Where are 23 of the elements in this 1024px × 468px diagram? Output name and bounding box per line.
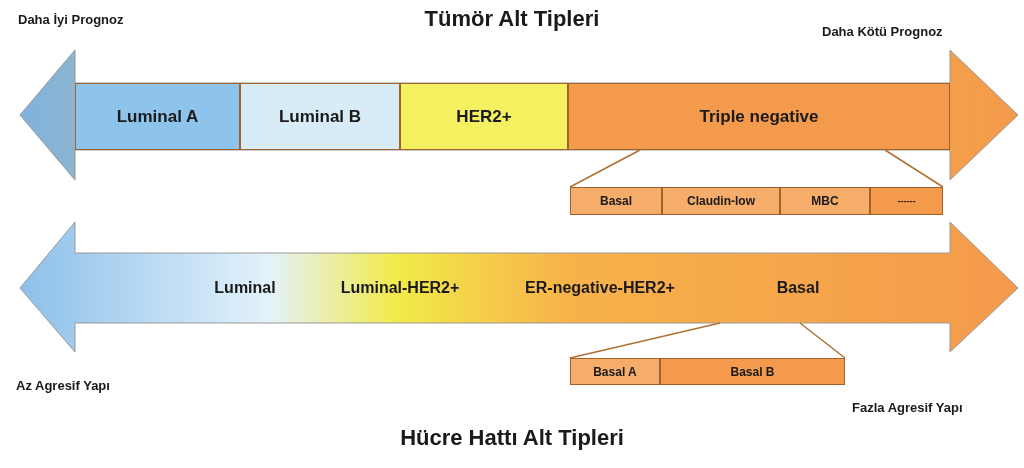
side-label: Daha Kötü Prognoz xyxy=(822,24,943,39)
subtype-box: ------ xyxy=(870,187,943,215)
subtype-box: Basal xyxy=(570,187,662,215)
side-label: Fazla Agresif Yapı xyxy=(852,400,963,415)
subtype-box: Basal A xyxy=(570,358,660,385)
segment-box: Triple negative xyxy=(568,83,950,150)
connector-line xyxy=(569,149,641,188)
subtype-label: ER-negative-HER2+ xyxy=(525,279,675,297)
subtype-box: MBC xyxy=(780,187,870,215)
caption: Hücre Hattı Alt Tipleri xyxy=(400,425,624,451)
subtype-box: Basal B xyxy=(660,358,845,385)
subtype-label: Luminal-HER2+ xyxy=(340,279,460,297)
subtype-label: Basal xyxy=(776,279,820,297)
segment-box: Luminal B xyxy=(240,83,400,150)
connector-line xyxy=(884,149,944,188)
side-label: Az Agresif Yapı xyxy=(16,378,110,393)
subtype-box: Claudin-low xyxy=(662,187,780,215)
segment-box: Luminal A xyxy=(75,83,240,150)
segment-box: HER2+ xyxy=(400,83,568,150)
subtype-label: Luminal xyxy=(214,279,276,297)
title: Tümör Alt Tipleri xyxy=(424,6,600,32)
connector-line xyxy=(799,322,846,359)
side-label: Daha İyi Prognoz xyxy=(18,12,124,27)
